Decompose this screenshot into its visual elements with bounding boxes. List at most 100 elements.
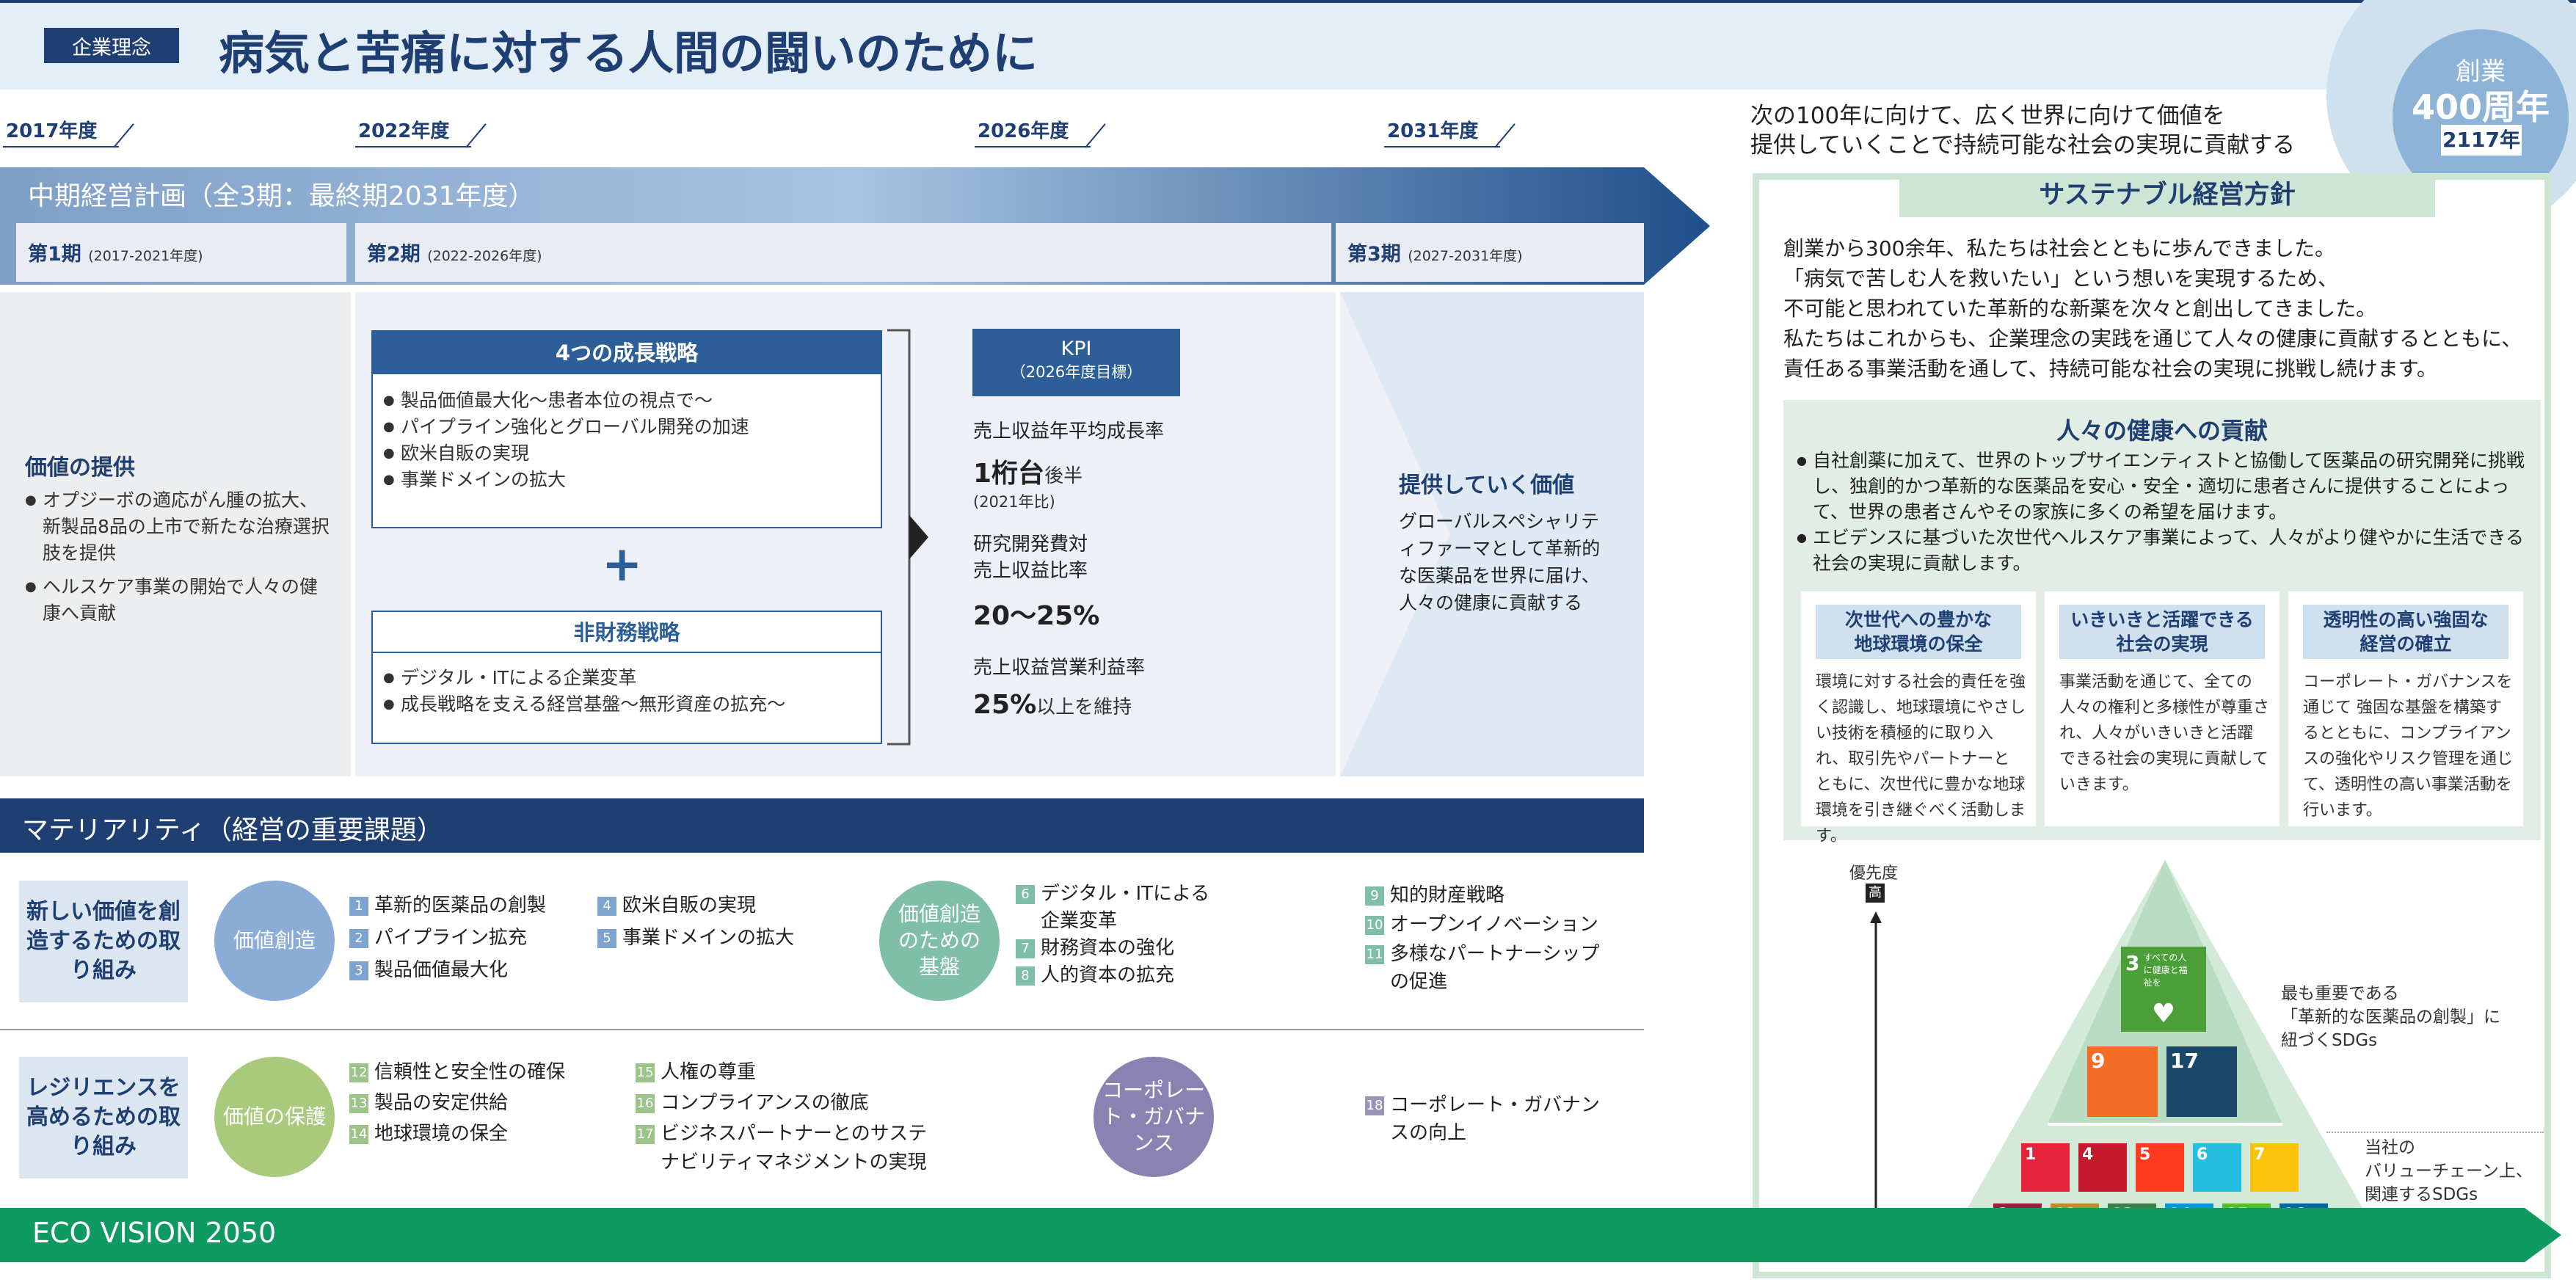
- sdg-3-label: すべての人に健康と福祉を: [2143, 953, 2188, 988]
- year-2026: 2026年度: [975, 116, 1091, 147]
- value-provided: 価値の提供 オプジーボの適応がん腫の拡大、新製品8品の上市で新たな治療選択肢を提…: [25, 449, 333, 627]
- card-body: コーポレート・ガバナンスを通じて 強固な基盤を構築するとともに、コンプライアンス…: [2303, 673, 2514, 820]
- item-num: 11: [1365, 945, 1384, 964]
- growth-item: 欧米自販の実現: [383, 440, 881, 467]
- circle-value-creation: 価値創造: [214, 881, 335, 1001]
- kpi-list: 売上収益年平均成長率 1桁台後半 (2021年比) 研究開発費対 売上収益比率 …: [973, 418, 1311, 720]
- priority-high: 高: [1866, 884, 1885, 903]
- philosophy-tag: 企業理念: [44, 28, 179, 63]
- phase-name: 第3期: [1347, 243, 1401, 266]
- vision-line: 次の100年に向けて、広く世界に向けて価値を: [1750, 103, 2225, 129]
- item-label-cont: スの向上: [1390, 1122, 1467, 1144]
- growth-item: 製品価値最大化～患者本位の視点で～: [383, 387, 881, 414]
- plus-sign: +: [602, 536, 643, 592]
- kpi-value: 1桁台: [973, 459, 1045, 489]
- item-label: ビジネスパートナーとのサステ: [661, 1123, 928, 1145]
- item-label-cont: 企業変革: [1041, 910, 1118, 932]
- sustain-line: 責任ある事業活動を通して、持続可能な社会の実現に挑戦し続けます。: [1783, 357, 2437, 381]
- kpi-metric: 売上収益比率: [973, 560, 1088, 582]
- materiality-divider: [0, 1029, 1644, 1030]
- card-heading: いきいきと活躍できる社会の実現: [2059, 605, 2265, 659]
- phase-3: 第3期 (2027-2031年度): [1336, 223, 1644, 282]
- bracket-arrow: [887, 329, 928, 746]
- item-label: 製品価値最大化: [374, 959, 509, 981]
- kpi-value-suffix: 以上を維持: [1036, 696, 1132, 718]
- note-line: 最も重要である: [2281, 984, 2399, 1003]
- header-band: [0, 0, 2576, 90]
- item-label: 製品の安定供給: [374, 1092, 509, 1114]
- circle-value-protection: 価値の保護: [214, 1057, 335, 1177]
- vision-line: 提供していくことで持続可能な社会の実現に貢献する: [1750, 132, 2296, 159]
- eco-vision-arrow: [0, 1208, 2561, 1262]
- item-label: 多様なパートナーシップ: [1390, 943, 1600, 965]
- item-num: 16: [636, 1094, 655, 1113]
- item-num: 15: [636, 1063, 655, 1082]
- card-heading-line: 地球環境の保全: [1854, 633, 1983, 655]
- anniversary-line2: 400周年: [2411, 87, 2550, 127]
- priority-axis: [1870, 911, 1882, 1262]
- item-label: 欧米自販の実現: [622, 895, 757, 917]
- phase3-wedge: [1340, 292, 1450, 776]
- kpi-title: KPI: [1060, 338, 1092, 360]
- item-num: 6: [1016, 885, 1035, 904]
- kpi-value-note: (2021年比): [973, 493, 1055, 511]
- nonfin-item: 成長戦略を支える経営基盤～無形資産の拡充～: [383, 691, 881, 718]
- future-value-text: グローバルスペシャリティファーマとして革新的な医薬品を世界に届け、人々の健康に貢…: [1399, 511, 1601, 613]
- row2-label: レジリエンスを高めるための取り組み: [19, 1057, 188, 1179]
- card-heading: 透明性の高い強固な経営の確立: [2303, 605, 2508, 659]
- kpi-metric: 売上収益営業利益率: [973, 657, 1146, 679]
- item-label: オープンイノベーション: [1390, 914, 1598, 936]
- health-item: エビデンスに基づいた次世代ヘルスケア事業によって、人々がより健やかに生活できる社…: [1797, 525, 2530, 576]
- pyramid-note-bottom: 当社の バリューチェーン上、 関連するSDGs: [2365, 1136, 2533, 1206]
- item-label: 財務資本の強化: [1041, 937, 1175, 959]
- sustainability-text: 創業から300余年、私たちは社会とともに歩んできました。 「病気で苦しむ人を救い…: [1783, 233, 2522, 384]
- sdg-3-num: 3: [2125, 951, 2140, 975]
- card-governance: 透明性の高い強固な経営の確立 コーポレート・ガバナンスを通じて 強固な基盤を構築…: [2288, 591, 2523, 826]
- sdg-goal-icon: 5: [2136, 1143, 2184, 1192]
- sustain-line: 「病気で苦しむ人を救いたい」という想いを実現するため、: [1783, 266, 2339, 291]
- eco-vision-label: ECO VISION 2050: [32, 1217, 277, 1249]
- note-line: 「革新的な医薬品の創製」に: [2281, 1008, 2500, 1027]
- pyramid-note-top: 最も重要である 「革新的な医薬品の創製」に 紐づくSDGs: [2281, 982, 2500, 1052]
- circle-foundation: 価値創造のための基盤: [879, 881, 1000, 1001]
- pyramid-dotted-line: [2326, 1132, 2544, 1133]
- card-heading-line: 社会の実現: [2116, 633, 2208, 655]
- nonfin-item: デジタル・ITによる企業変革: [383, 665, 881, 691]
- note-line: 当社の: [2365, 1138, 2415, 1157]
- sdg-goal-icon: 9: [2087, 1046, 2158, 1117]
- kpi-value: 20～25%: [973, 601, 1100, 631]
- sdg-3-icon: 3 すべての人に健康と福祉を ♥: [2121, 947, 2206, 1032]
- phase-name: 第2期: [367, 243, 421, 266]
- card-heading-line: いきいきと活躍できる: [2070, 609, 2254, 630]
- kpi-metric: 研究開発費対: [973, 533, 1088, 556]
- kpi-metric: 売上収益年平均成長率: [973, 420, 1165, 442]
- health-list: 自社創薬に加えて、世界のトップサイエンティストと協働して医薬品の研究開発に挑戦し…: [1797, 448, 2530, 576]
- year-2031: 2031年度: [1384, 116, 1501, 147]
- year-2022: 2022年度: [355, 116, 472, 147]
- note-line: バリューチェーン上、: [2365, 1162, 2533, 1181]
- anniversary-line1: 創業: [2456, 57, 2506, 87]
- circle-governance: コーポレート・ガバナンス: [1094, 1057, 1214, 1177]
- kpi-value-suffix: 後半: [1044, 465, 1083, 487]
- page-title: 病気と苦痛に対する人間の闘いのために: [219, 26, 1038, 80]
- materiality-header: マテリアリティ（経営の重要課題）: [0, 798, 1644, 853]
- card-heading-line: 経営の確立: [2359, 633, 2452, 655]
- kpi-box: KPI （2026年度目標）: [972, 329, 1180, 396]
- row1-label: 新しい価値を創造するための取り組み: [19, 881, 188, 1002]
- health-title: 人々の健康への貢献: [2056, 417, 2268, 445]
- item-label-cont: ナビリティマネジメントの実現: [661, 1151, 927, 1173]
- item-num: 2: [349, 929, 368, 948]
- kpi-header: KPI （2026年度目標）: [972, 329, 1180, 396]
- phase-2: 第2期 (2022-2026年度): [355, 223, 1331, 282]
- nonfin-title: 非財務戦略: [373, 612, 881, 653]
- value-provided-title: 価値の提供: [25, 455, 135, 481]
